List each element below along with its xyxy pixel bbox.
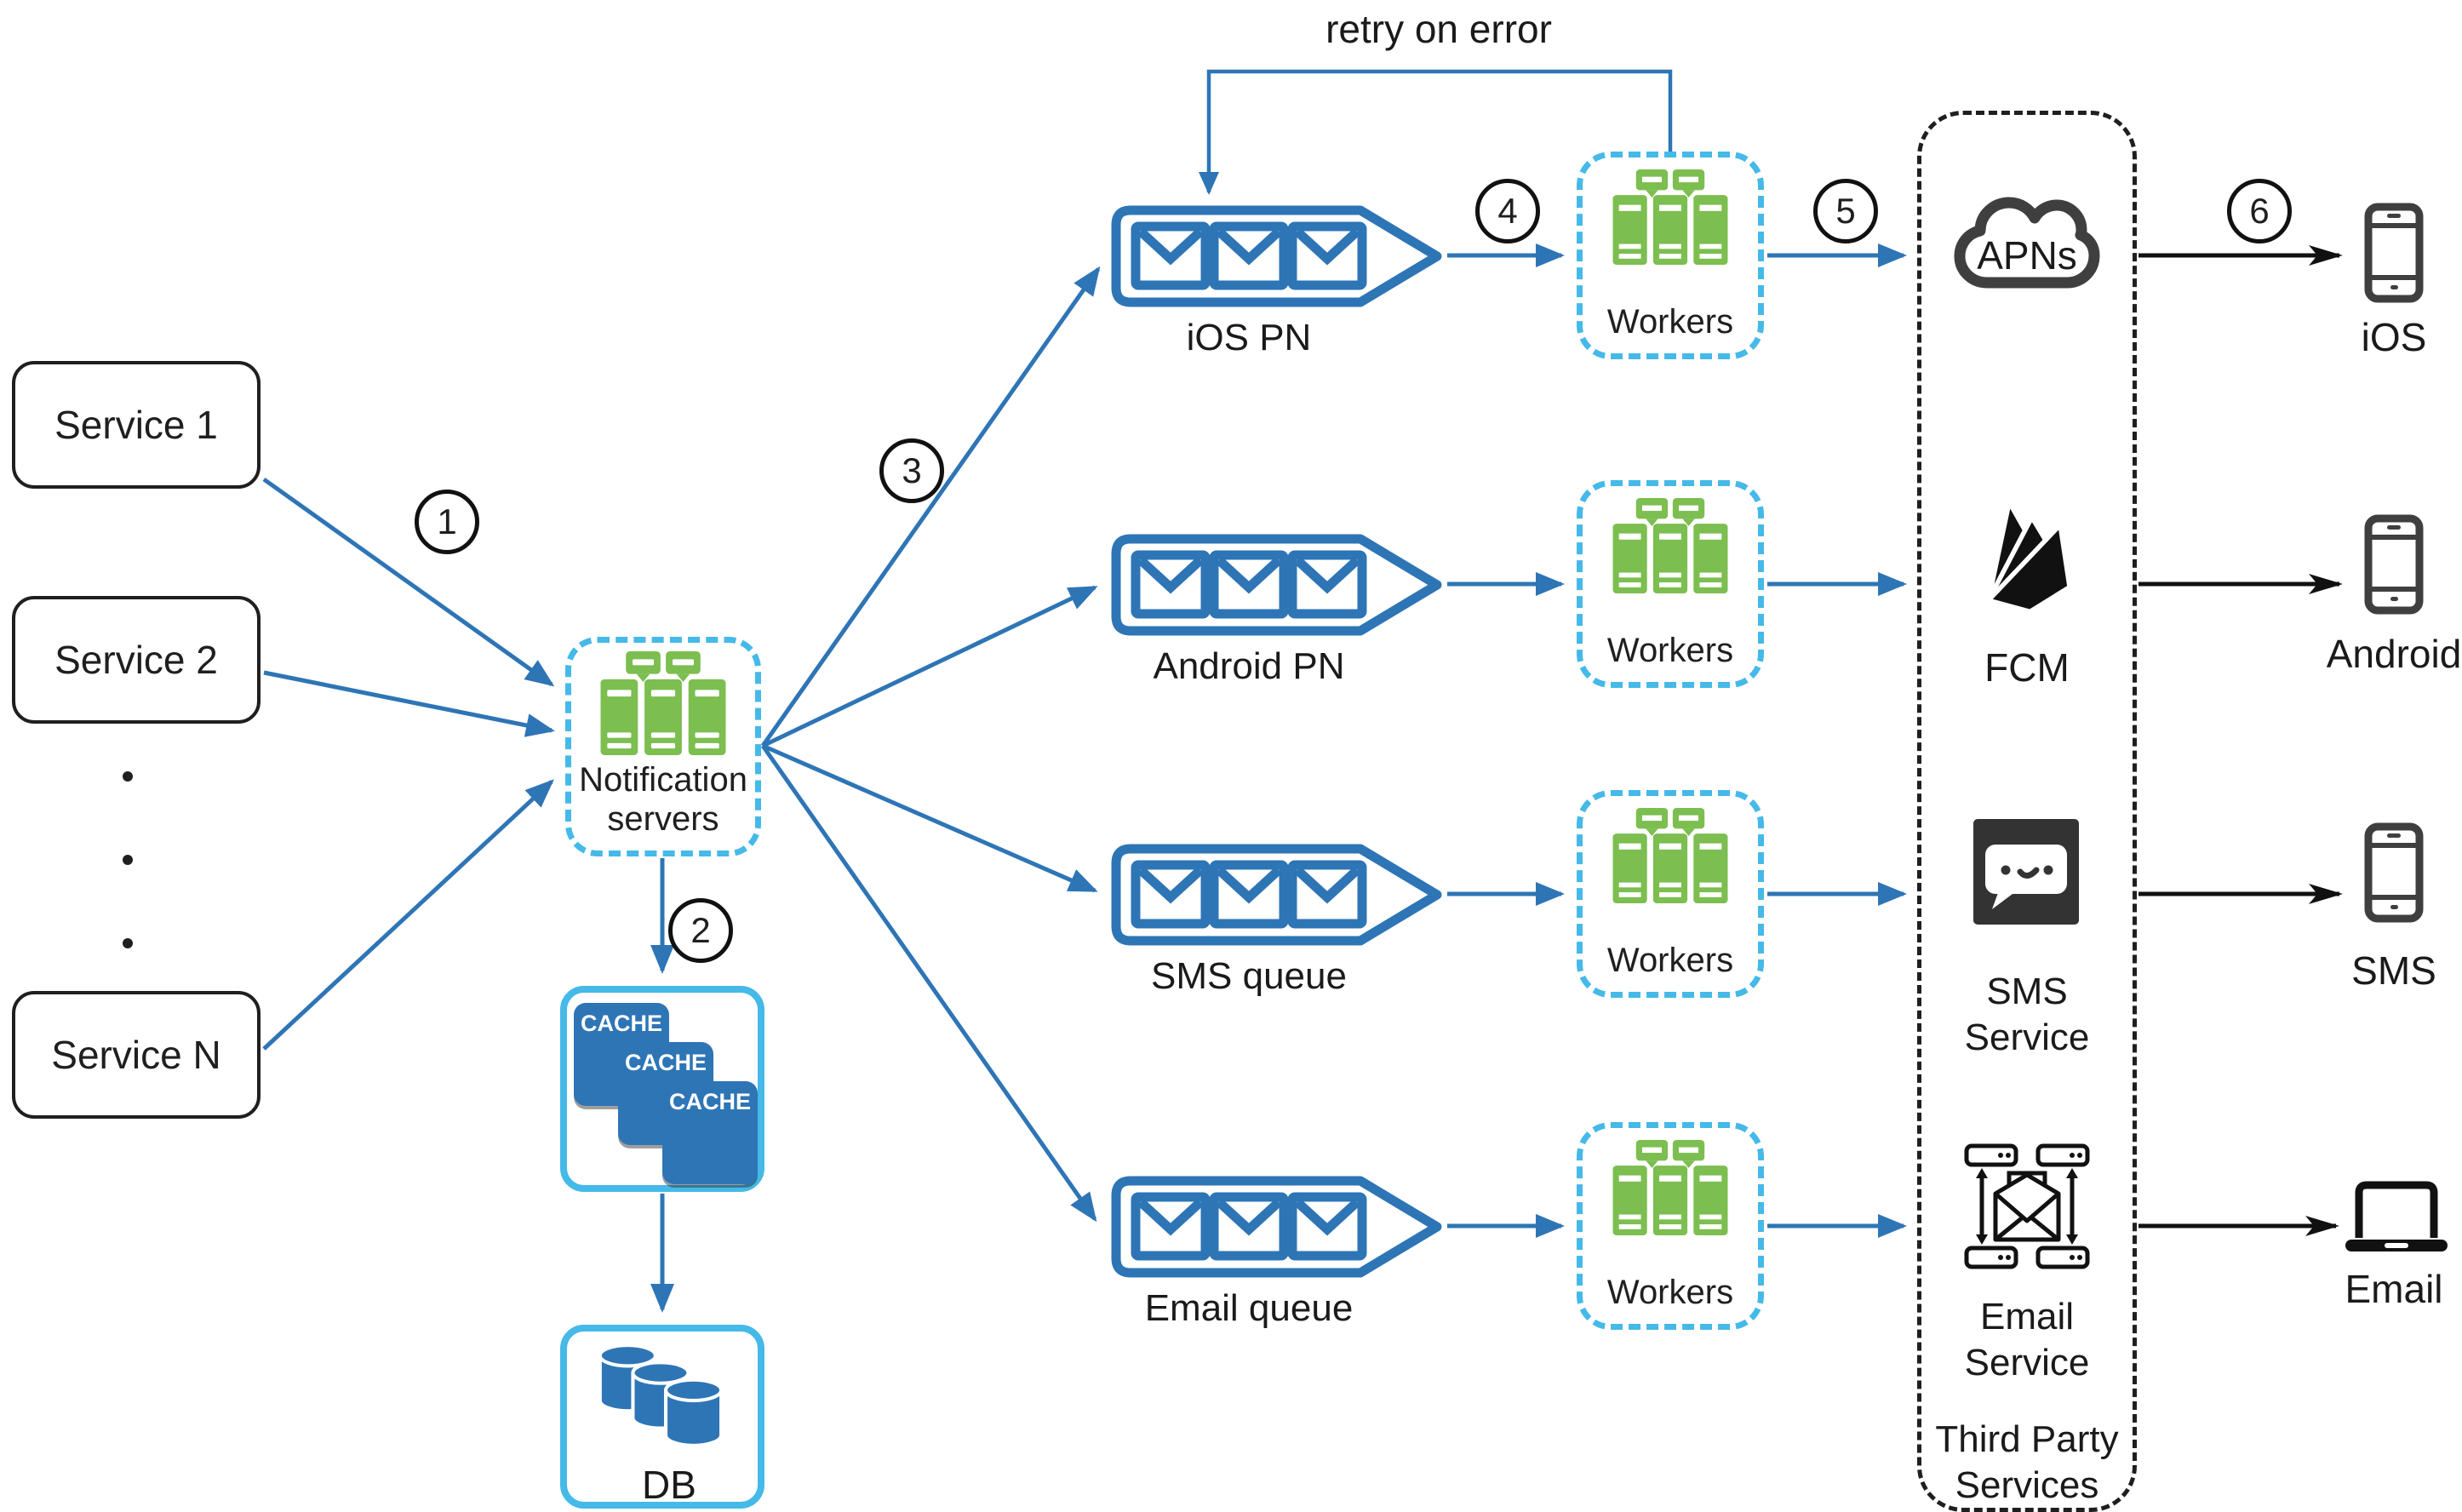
cache-chip-label: CACHE	[668, 1089, 751, 1114]
service-n-box: Service N	[12, 991, 261, 1119]
step-circle-1: 1	[415, 490, 479, 554]
arrows-queues-to-workers	[1447, 243, 1565, 1238]
queue-email-label: Email queue	[1144, 1287, 1354, 1329]
queue-sms-icon	[1111, 844, 1442, 946]
step-circle-4: 4	[1475, 179, 1540, 243]
workers-box-3: Workers	[1577, 790, 1764, 998]
server-rack-icon	[1612, 808, 1728, 903]
fcm-firebase-icon	[1985, 500, 2072, 615]
apns-label: APNs	[1977, 233, 2077, 278]
service-1-label: Service 1	[54, 403, 218, 447]
ios-phone-icon	[2364, 203, 2424, 303]
queue-sms-label: SMS queue	[1151, 955, 1347, 997]
endpoint-email-label: Email	[2345, 1267, 2443, 1311]
workers-label: Workers	[1606, 1274, 1734, 1311]
cache-chip-label: CACHE	[624, 1050, 707, 1075]
server-rack-icon	[600, 651, 726, 755]
workers-box-2: Workers	[1577, 480, 1764, 688]
retry-label: retry on error	[1325, 7, 1552, 51]
apns-cloud-icon	[1954, 197, 2100, 289]
step-3-number: 3	[902, 450, 922, 490]
queue-android-pn-icon	[1111, 534, 1442, 636]
ellipsis-dot	[123, 771, 133, 782]
step-4-number: 4	[1497, 191, 1518, 231]
sms-phone-icon	[2364, 822, 2424, 923]
workers-box-4: Workers	[1577, 1122, 1764, 1330]
step-2-number: 2	[690, 910, 711, 950]
service-1-box: Service 1	[12, 361, 261, 489]
fcm-label: FCM	[1984, 645, 2070, 690]
step-1-number: 1	[437, 501, 457, 541]
service-2-box: Service 2	[12, 596, 261, 724]
cache-chip: CACHE	[662, 1081, 758, 1184]
db-box: DB	[560, 1325, 764, 1509]
server-rack-icon	[1612, 169, 1728, 265]
queue-ios-pn-icon	[1111, 205, 1442, 307]
queue-email-icon	[1111, 1176, 1442, 1278]
cache-box: CACHE CACHE CACHE	[560, 986, 764, 1192]
step-circle-2: 2	[668, 898, 733, 963]
notification-servers-label: Notification servers	[579, 761, 747, 838]
workers-label: Workers	[1606, 942, 1734, 979]
third-party-container	[1917, 111, 2137, 1512]
sms-service-label: SMS Service	[1964, 971, 2090, 1058]
step-circle-5: 5	[1813, 179, 1878, 243]
android-phone-icon	[2364, 514, 2424, 615]
service-2-label: Service 2	[54, 638, 218, 682]
sms-bubble-glyph	[1985, 845, 2067, 909]
retry-loop-arrow	[1199, 69, 1673, 195]
ellipsis-dot	[123, 938, 133, 948]
cache-chip-label: CACHE	[580, 1011, 662, 1036]
database-cylinders-icon	[598, 1343, 724, 1447]
workers-label: Workers	[1606, 632, 1734, 669]
workers-box-1: Workers	[1577, 152, 1764, 359]
endpoint-ios-label: iOS	[2361, 315, 2427, 359]
step-6-number: 6	[2249, 191, 2270, 231]
step-circle-6: 6	[2227, 179, 2292, 243]
queue-ios-pn-label: iOS PN	[1186, 317, 1312, 358]
step-5-number: 5	[1835, 191, 1856, 231]
arrows-services-to-notification	[262, 477, 555, 1051]
email-service-label: Email Service	[1964, 1296, 2090, 1383]
server-rack-icon	[1612, 498, 1728, 593]
queue-android-pn-label: Android PN	[1153, 645, 1345, 687]
ellipsis-dot	[123, 855, 133, 865]
db-label: DB	[642, 1463, 696, 1507]
service-n-label: Service N	[51, 1033, 221, 1077]
step-circle-3: 3	[879, 438, 944, 503]
arrows-workers-to-thirdparty	[1767, 243, 1907, 1238]
endpoint-android-label: Android	[2326, 632, 2462, 676]
notification-servers-box: Notification servers	[565, 637, 761, 856]
third-party-title: Third Party Services	[1935, 1418, 2119, 1506]
arrows-fanout-to-queues	[760, 266, 1101, 1223]
email-laptop-icon	[2345, 1181, 2448, 1251]
arrows-thirdparty-to-endpoints	[2139, 245, 2343, 1236]
endpoint-sms-label: SMS	[2351, 948, 2436, 993]
sms-service-icon	[1973, 819, 2079, 925]
server-rack-icon	[1612, 1140, 1728, 1235]
workers-label: Workers	[1606, 303, 1734, 341]
email-service-icon	[1964, 1143, 2090, 1269]
